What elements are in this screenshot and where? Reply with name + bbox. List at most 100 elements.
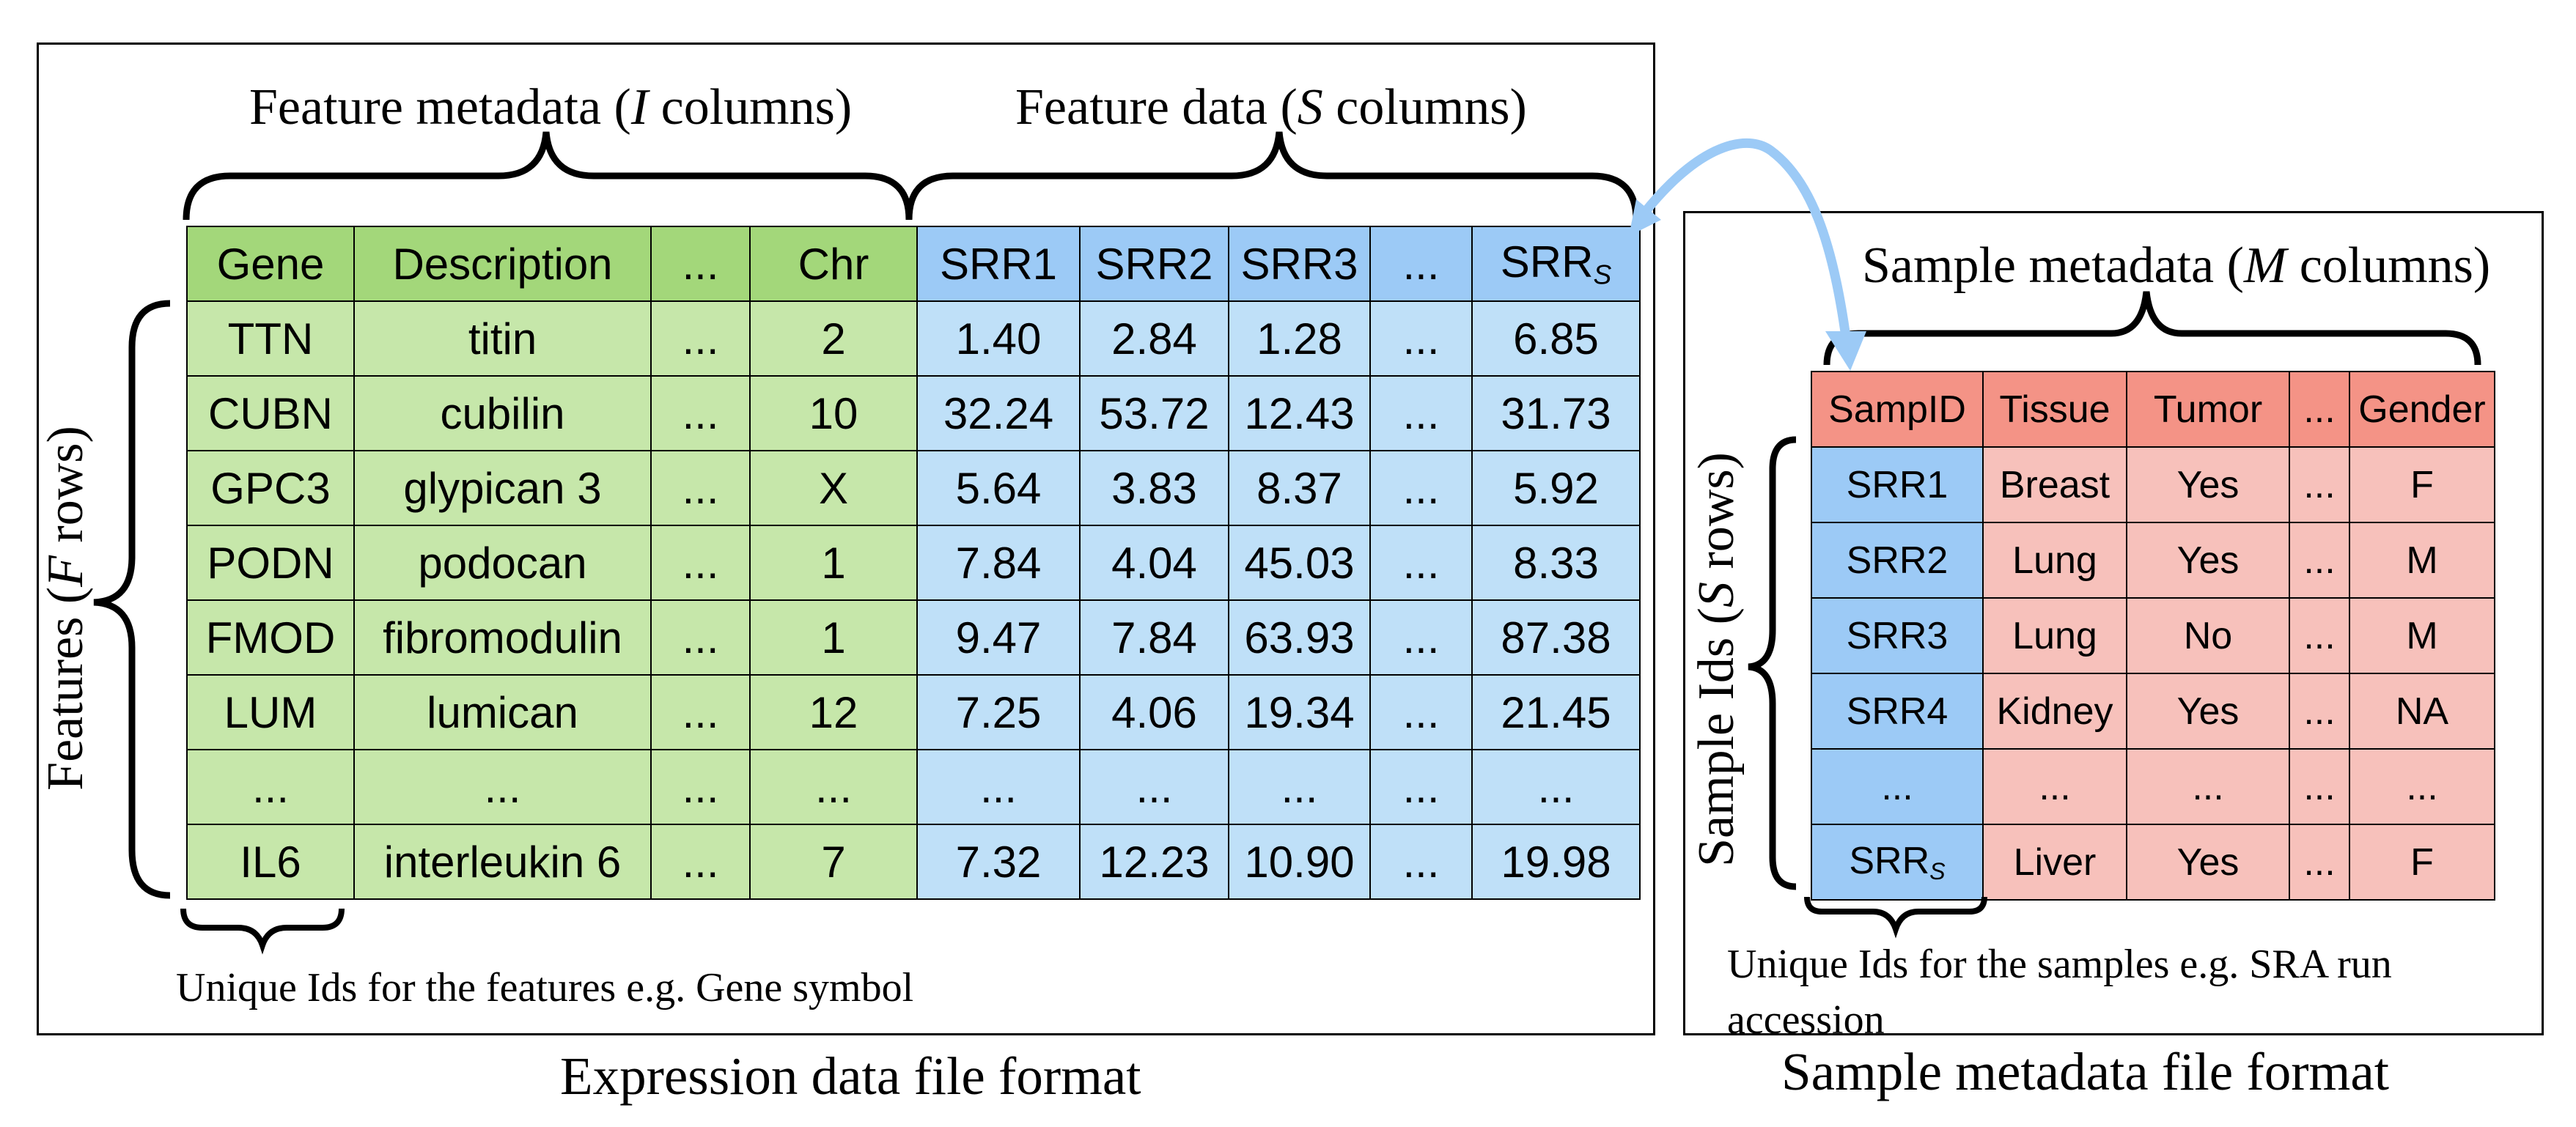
expression-cell: 5.64 — [916, 450, 1081, 526]
sample-cell: ... — [2289, 748, 2350, 825]
expression-cell: 1 — [749, 599, 918, 676]
sample-cell: Lung — [1982, 597, 2127, 674]
expression-cell: lumican — [353, 674, 652, 750]
expression-cell: ... — [1369, 824, 1473, 900]
expression-cell: ... — [1369, 375, 1473, 451]
expression-cell: 12.23 — [1079, 824, 1229, 900]
expression-cell: ... — [1369, 525, 1473, 601]
expression-cell: ... — [1369, 450, 1473, 526]
expression-cell: 63.93 — [1228, 599, 1371, 676]
features-rows-label: Features (F rows) — [37, 426, 94, 791]
expression-cell: ... — [1369, 599, 1473, 676]
sample-header-cell: Tissue — [1982, 371, 2127, 448]
sample-cell: Liver — [1982, 824, 2127, 901]
sample-cell: F — [2349, 824, 2495, 901]
expression-cell: PODN — [186, 525, 355, 601]
expression-cell: ... — [650, 450, 751, 526]
expression-cell: 19.34 — [1228, 674, 1371, 750]
expression-cell: TTN — [186, 300, 355, 377]
expression-cell: 1.40 — [916, 300, 1081, 377]
expression-cell: ... — [650, 300, 751, 377]
sample-cell: SRR1 — [1811, 446, 1984, 523]
sample-cell: M — [2349, 522, 2495, 599]
expression-cell: GPC3 — [186, 450, 355, 526]
sample-ids-rows-label: Sample Ids (S rows) — [1688, 452, 1745, 867]
sample-ids-note-line1: Unique Ids for the samples e.g. SRA run — [1727, 942, 2392, 987]
expression-cell: CUBN — [186, 375, 355, 451]
expression-cell: FMOD — [186, 599, 355, 676]
sample-cell: SRR4 — [1811, 673, 1984, 750]
expression-cell: 2 — [749, 300, 918, 377]
expression-cell: 12 — [749, 674, 918, 750]
sample-ids-note-line2: accession — [1727, 997, 1885, 1043]
sample-cell: Lung — [1982, 522, 2127, 599]
expression-header-cell: ... — [1369, 226, 1473, 302]
expression-cell: ... — [1079, 749, 1229, 825]
sample-cell: No — [2126, 597, 2290, 674]
expression-cell: 9.47 — [916, 599, 1081, 676]
expression-table-row: ........................... — [186, 749, 1641, 825]
sample-cell: F — [2349, 446, 2495, 523]
expression-cell: ... — [1369, 674, 1473, 750]
feature-ids-note: Unique Ids for the features e.g. Gene sy… — [176, 965, 914, 1010]
expression-cell: 3.83 — [1079, 450, 1229, 526]
sample-cell: Yes — [2126, 673, 2290, 750]
expression-cell: X — [749, 450, 918, 526]
expression-cell: 8.37 — [1228, 450, 1371, 526]
expression-cell: 1 — [749, 525, 918, 601]
expression-cell: ... — [1471, 749, 1641, 825]
sample-table-row: ............... — [1811, 748, 2495, 825]
expression-cell: ... — [186, 749, 355, 825]
expression-cell: 32.24 — [916, 375, 1081, 451]
sample-panel — [1683, 211, 2544, 1035]
sample-cell: ... — [2289, 522, 2350, 599]
expression-cell: ... — [1369, 300, 1473, 377]
sample-header-cell: Tumor — [2126, 371, 2290, 448]
expression-cell: ... — [1228, 749, 1371, 825]
expression-cell: titin — [353, 300, 652, 377]
sample-cell: ... — [1811, 748, 1984, 825]
expression-cell: 7.84 — [1079, 599, 1229, 676]
sample-header-cell: Gender — [2349, 371, 2495, 448]
expression-cell: ... — [650, 749, 751, 825]
sample-ids-note: Unique Ids for the samples e.g. SRA run … — [1727, 936, 2392, 1048]
expression-cell: ... — [650, 599, 751, 676]
feature-data-label: Feature data (S columns) — [1015, 79, 1527, 136]
expression-cell: ... — [749, 749, 918, 825]
sample-header-cell: ... — [2289, 371, 2350, 448]
expression-cell: interleukin 6 — [353, 824, 652, 900]
sample-cell: SRR3 — [1811, 597, 1984, 674]
expression-cell: ... — [650, 525, 751, 601]
expression-cell: 7.84 — [916, 525, 1081, 601]
sample-cell: SRRS — [1811, 824, 1984, 901]
expression-cell: ... — [650, 375, 751, 451]
expression-cell: 4.04 — [1079, 525, 1229, 601]
sample-cell: ... — [2126, 748, 2290, 825]
sample-cell: ... — [2289, 824, 2350, 901]
expression-cell: ... — [650, 674, 751, 750]
sample-cell: ... — [2349, 748, 2495, 825]
expression-cell: 45.03 — [1228, 525, 1371, 601]
feature-metadata-label: Feature metadata (I columns) — [249, 79, 853, 136]
expression-header-cell: Gene — [186, 226, 355, 302]
expression-header-cell: ... — [650, 226, 751, 302]
expression-cell: 2.84 — [1079, 300, 1229, 377]
sample-cell: ... — [2289, 597, 2350, 674]
expression-cell: cubilin — [353, 375, 652, 451]
expression-cell: 7.25 — [916, 674, 1081, 750]
expression-cell: IL6 — [186, 824, 355, 900]
expression-cell: 1.28 — [1228, 300, 1371, 377]
sample-cell: Yes — [2126, 522, 2290, 599]
expression-cell: 31.73 — [1471, 375, 1641, 451]
expression-cell: 19.98 — [1471, 824, 1641, 900]
sample-caption: Sample metadata file format — [1781, 1042, 2390, 1101]
sample-header-cell: SampID — [1811, 371, 1984, 448]
